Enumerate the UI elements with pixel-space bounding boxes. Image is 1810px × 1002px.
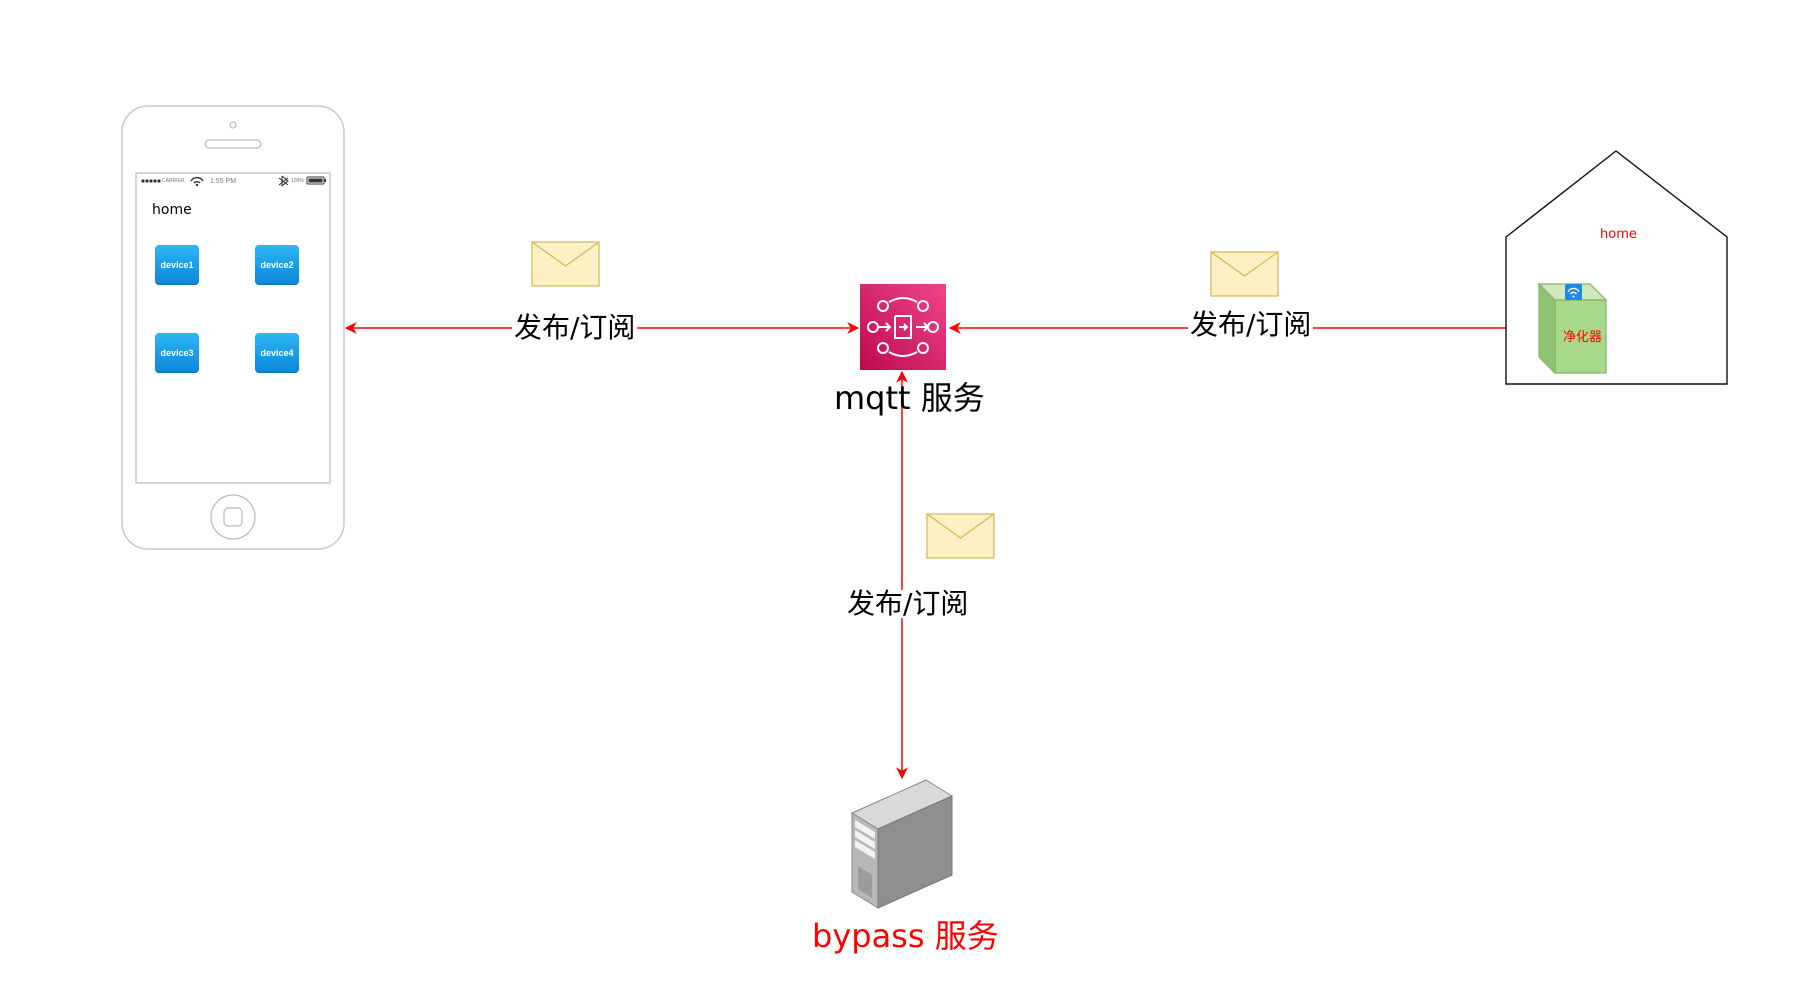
envelope-icon — [1210, 251, 1279, 297]
edge-label-mqtt-home: 发布/订阅 — [1188, 308, 1314, 341]
device-button-4[interactable]: device4 — [255, 333, 299, 373]
phone-wifi-icon — [190, 176, 204, 187]
phone-status-time: 1:55 PM — [210, 178, 237, 185]
phone-status-signal-icon — [141, 179, 161, 183]
phone-status-carrier: CARRIER — [162, 178, 185, 184]
envelope-icon — [926, 513, 995, 559]
server-tower-icon — [850, 779, 954, 909]
phone-screen-title: home — [152, 202, 192, 218]
envelope-icon — [531, 241, 600, 287]
device-button-1[interactable]: device1 — [155, 245, 199, 285]
device-button-2[interactable]: device2 — [255, 245, 299, 285]
phone-status-battery: 100% — [291, 178, 304, 184]
phone-battery-icon — [306, 176, 326, 185]
edge-label-mqtt-bypass: 发布/订阅 — [845, 587, 971, 620]
device-button-3[interactable]: device3 — [155, 333, 199, 373]
purifier-device — [1537, 282, 1608, 375]
purifier-label: 净化器 — [1563, 330, 1603, 345]
iot-core-icon — [860, 284, 946, 370]
bypass-service-label: bypass 服务 — [812, 917, 999, 955]
mqtt-service-label: mqtt 服务 — [834, 379, 985, 417]
wifi-icon — [1565, 284, 1582, 300]
home-title: home — [1600, 227, 1637, 242]
phone-mockup — [121, 105, 345, 550]
phone-bluetooth-icon — [278, 175, 289, 187]
edge-label-phone-mqtt: 发布/订阅 — [512, 311, 638, 344]
